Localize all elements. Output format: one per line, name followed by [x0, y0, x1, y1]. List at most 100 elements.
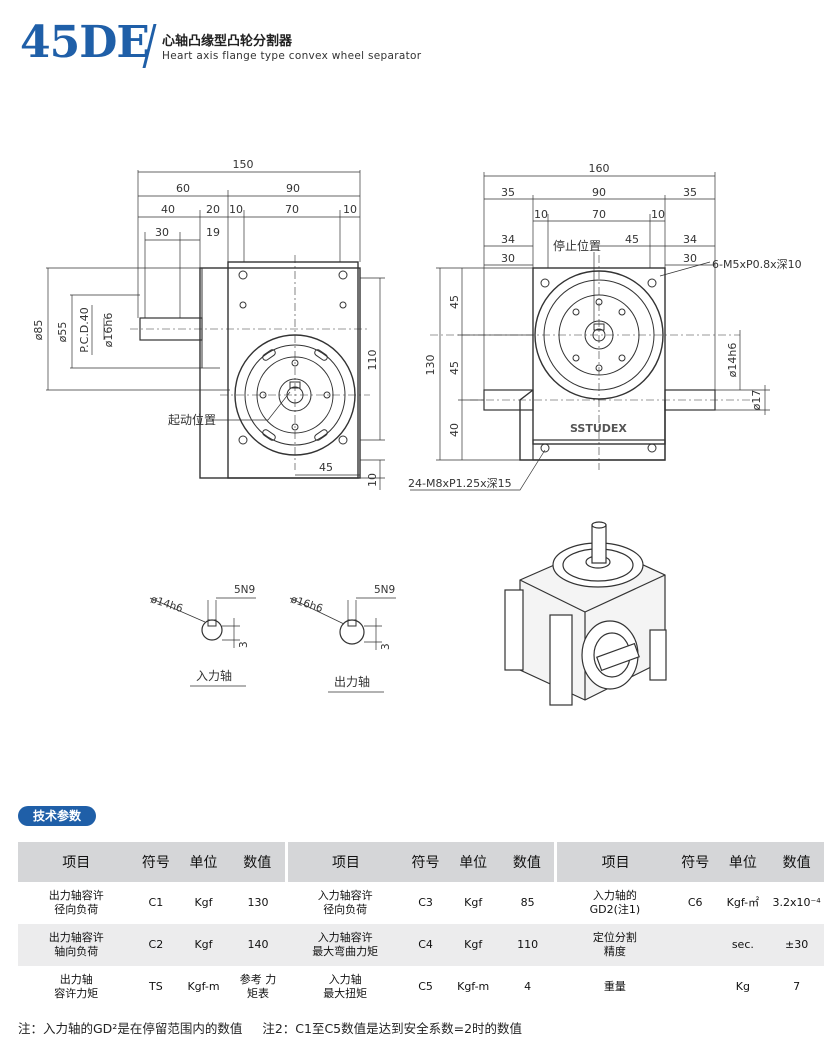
symbol-cell — [674, 966, 717, 1008]
unit-cell: Kgf-m — [457, 980, 490, 993]
col-unit: 单位 — [446, 842, 500, 882]
dim-90: 90 — [286, 182, 300, 195]
value-cell: 110 — [499, 924, 556, 966]
symbol-cell — [673, 924, 717, 966]
unit-cell: Kg — [735, 980, 750, 993]
unit-cell: Kgf — [464, 896, 483, 909]
output-shaft-depth: 3 — [380, 643, 392, 650]
dim-30b: 30 — [683, 252, 697, 265]
dim-d14h6-right: ø14h6 — [726, 343, 739, 378]
unit-cell: sec. — [716, 924, 770, 966]
dim-45-lower: 45 — [448, 361, 461, 375]
dim-30: 30 — [155, 226, 169, 239]
dim-pcd40: P.C.D.40 — [78, 307, 91, 353]
symbol-cell: TS — [149, 980, 163, 993]
symbol-cell: C3 — [418, 896, 433, 909]
dim-10r-a: 10 — [534, 208, 548, 221]
dim-40r: 40 — [448, 423, 461, 437]
dim-34a: 34 — [501, 233, 515, 246]
spec-header-row: 项目 符号 单位 数值 项目 符号 单位 数值 项目 符号 单位 数值 — [18, 842, 824, 882]
item-cell: 出力轴容许径向负荷 — [48, 889, 104, 916]
dim-30a: 30 — [501, 252, 515, 265]
spec-badge: 技术参数 — [18, 806, 96, 826]
unit-cell: Kgf — [177, 924, 230, 966]
dim-60: 60 — [176, 182, 190, 195]
col-item: 项目 — [554, 842, 674, 882]
input-shaft-dia: ø14h6 — [149, 593, 185, 615]
spec-table: 项目 符号 单位 数值 项目 符号 单位 数值 项目 符号 单位 数值 出力轴容… — [18, 842, 824, 1008]
footnote-1: 注：入力轴的GD²是在停留范围内的数值 — [18, 1021, 243, 1036]
footnotes: 注：入力轴的GD²是在停留范围内的数值 注2：C1至C5数值是达到安全系数=2时… — [18, 1018, 538, 1037]
item-cell: 入力轴容许最大弯曲力矩 — [286, 924, 405, 966]
value-cell: 3.2x10⁻⁴ — [772, 896, 821, 909]
footnote-2: 注2：C1至C5数值是达到安全系数=2时的数值 — [262, 1021, 523, 1036]
col-item: 项目 — [284, 842, 405, 882]
dim-40: 40 — [161, 203, 175, 216]
callout-m5: 6-M5xP0.8x深10 — [712, 258, 802, 271]
dim-130: 130 — [424, 355, 437, 376]
item-cell: 出力轴容许力矩 — [54, 973, 99, 1000]
value-cell: 参考 力矩表 — [239, 973, 277, 1000]
col-unit: 单位 — [716, 842, 770, 882]
title-chinese: 心轴凸缘型凸轮分割器 — [162, 34, 293, 49]
technical-drawing: 150 60 90 40 20 10 70 10 30 19 ø85 ø55 P… — [32, 158, 802, 706]
dim-34b: 34 — [683, 233, 697, 246]
input-shaft-label: 入力轴 — [196, 668, 232, 683]
col-value: 数值 — [769, 842, 824, 882]
item-cell: 入力轴容许径向负荷 — [317, 889, 373, 916]
symbol-cell: C6 — [687, 896, 703, 909]
value-cell: 130 — [247, 896, 269, 909]
symbol-cell: C4 — [404, 924, 447, 966]
col-value: 数值 — [499, 842, 556, 882]
unit-cell: Kgf-m — [187, 980, 220, 993]
left-view: 150 60 90 40 20 10 70 10 30 19 ø85 ø55 P… — [32, 158, 385, 490]
dim-45r: 45 — [625, 233, 639, 246]
value-cell: 4 — [524, 980, 532, 993]
isometric-view — [504, 521, 667, 706]
input-shaft-depth: 3 — [238, 641, 250, 648]
dim-10r-b: 10 — [651, 208, 665, 221]
item-cell: 重量 — [603, 980, 626, 993]
col-value: 数值 — [229, 842, 287, 882]
col-symbol: 符号 — [134, 842, 178, 882]
dim-d16h6: ø16h6 — [102, 313, 115, 348]
label-stop-position: 停止位置 — [553, 238, 601, 253]
dim-150: 150 — [233, 158, 254, 171]
dim-45-upper: 45 — [448, 295, 461, 309]
dim-45-bottom: 45 — [319, 461, 333, 474]
item-cell: 出力轴容许轴向负荷 — [18, 924, 135, 966]
col-item: 项目 — [18, 842, 135, 882]
item-cell: 入力轴最大扭矩 — [323, 973, 368, 1000]
input-shaft-section: ø14h6 5N9 3 入力轴 — [149, 584, 256, 687]
output-shaft-dia: ø16h6 — [289, 593, 325, 615]
dim-10-bottom: 10 — [366, 473, 379, 487]
brand-mark: SSTUDEX — [570, 422, 627, 435]
output-shaft-label: 出力轴 — [334, 674, 370, 689]
dim-35b: 35 — [683, 186, 697, 199]
dim-10b: 10 — [343, 203, 357, 216]
dim-70r: 70 — [592, 208, 606, 221]
value-cell: 7 — [793, 980, 801, 993]
output-shaft-key: 5N9 — [374, 584, 395, 596]
dim-160: 160 — [589, 162, 610, 175]
right-view: SSTUDEX — [408, 162, 802, 491]
unit-cell: Kgf-㎡ — [726, 896, 760, 909]
symbol-cell: C2 — [134, 924, 178, 966]
col-symbol: 符号 — [404, 842, 447, 882]
dim-70: 70 — [285, 203, 299, 216]
dim-d85: ø85 — [32, 320, 45, 341]
col-symbol: 符号 — [673, 842, 717, 882]
table-row: 出力轴容许轴向负荷 C2 Kgf 140 入力轴容许最大弯曲力矩 C4 Kgf … — [18, 924, 824, 966]
dim-19: 19 — [206, 226, 220, 239]
value-cell: 85 — [520, 896, 535, 909]
dim-35a: 35 — [501, 186, 515, 199]
unit-cell: Kgf — [194, 896, 213, 909]
dim-20: 20 — [206, 203, 220, 216]
input-shaft-key: 5N9 — [234, 584, 255, 596]
col-unit: 单位 — [177, 842, 230, 882]
dim-d17: ø17 — [750, 390, 763, 411]
table-row: 出力轴容许力矩 TS Kgf-m 参考 力矩表 入力轴最大扭矩 C5 Kgf-m… — [18, 966, 824, 1008]
value-cell: ±30 — [769, 924, 824, 966]
output-shaft-section: ø16h6 5N9 3 出力轴 — [289, 584, 396, 693]
